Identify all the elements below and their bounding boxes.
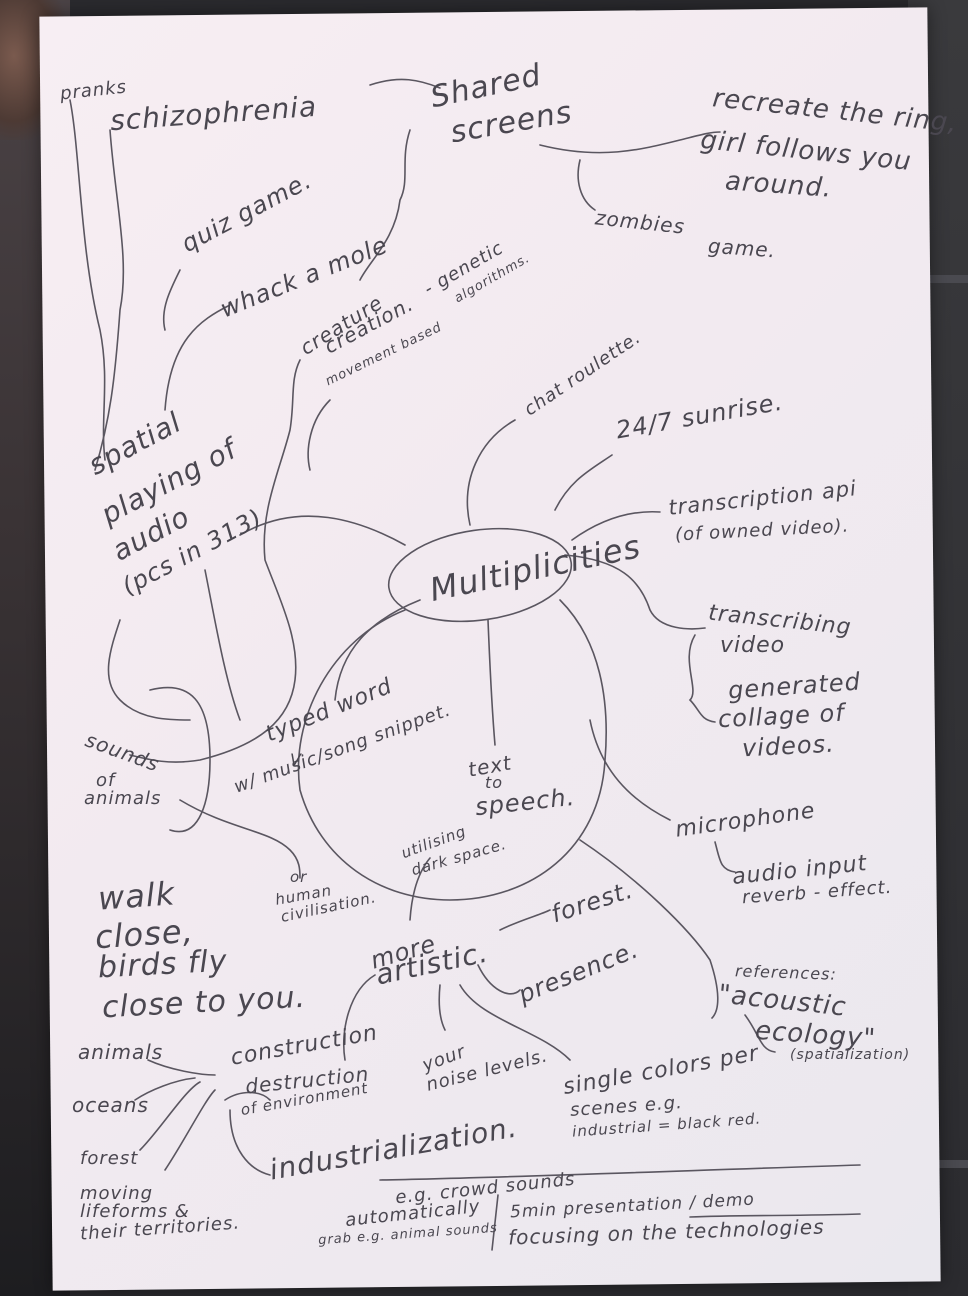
label-to: to — [485, 773, 504, 792]
label-animals-sounds: animals — [84, 788, 162, 809]
label-v: V — [290, 750, 302, 769]
large-loop — [297, 599, 607, 901]
label-references: references: — [734, 961, 838, 984]
label-videos: videos. — [741, 729, 836, 763]
label-spatialization: (spatialization) — [790, 1047, 911, 1063]
label-or: or — [290, 868, 308, 886]
label-game: game. — [707, 233, 777, 263]
label-around: around. — [724, 166, 834, 204]
label-moving: moving — [80, 1183, 154, 1204]
label-lifeforms: lifeforms & — [80, 1201, 190, 1222]
label-walk: walk — [96, 874, 177, 918]
label-video: video — [720, 633, 786, 658]
center-oval — [387, 527, 573, 623]
label-of: of — [96, 770, 116, 791]
label-animals: animals — [78, 1040, 164, 1064]
label-birds-fly: birds fly — [97, 943, 229, 986]
label-collage-of: collage of — [717, 698, 846, 734]
label-forest: forest — [80, 1148, 139, 1169]
label-oceans: oceans — [72, 1093, 149, 1117]
